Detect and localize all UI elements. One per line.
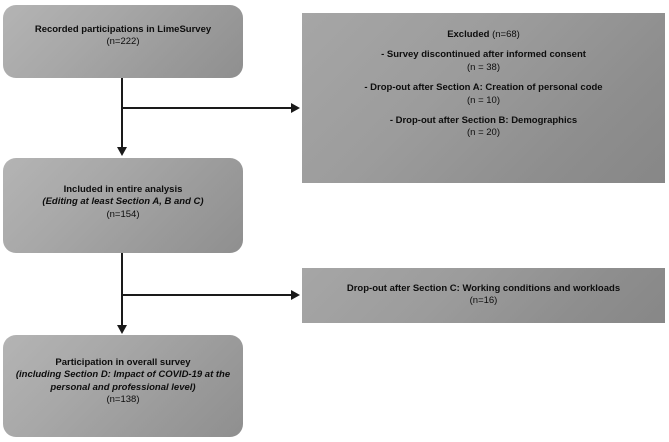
node-participation-line-3: personal and professional level) [50, 381, 196, 393]
node-excluded-heading: Excluded (n=68) [447, 29, 520, 40]
node-excluded-item-2: - Drop-out after Section A: Creation of … [364, 82, 603, 94]
node-recorded-participations: Recorded participations in LimeSurvey (n… [3, 5, 243, 78]
spacer-3 [306, 107, 661, 115]
node-excluded-item-3: - Drop-out after Section B: Demographics [389, 114, 578, 126]
node-included-line-2: (Editing at least Section A, B and C) [42, 196, 204, 208]
node-dropout-c-line-1: Drop-out after Section C: Working condit… [346, 283, 621, 294]
arrowhead-recorded-to-excluded [291, 103, 300, 113]
node-dropout-c-line-2: (n=16) [469, 295, 498, 307]
spacer-1 [306, 41, 661, 49]
node-excluded-item-2-count: (n = 10) [466, 94, 500, 106]
node-excluded-item-1: - Survey discontinued after informed con… [381, 49, 586, 61]
arrowhead-included-to-participation [117, 325, 127, 334]
connector-recorded-to-excluded [121, 107, 293, 109]
node-included-line-3: (n=154) [106, 208, 140, 220]
node-included-analysis: Included in entire analysis (Editing at … [3, 158, 243, 253]
node-recorded-line-2: (n=222) [106, 36, 140, 48]
node-participation-line-4: (n=138) [106, 394, 140, 406]
connector-recorded-vertical [121, 78, 123, 149]
node-recorded-line-1: Recorded participations in LimeSurvey [34, 24, 212, 35]
node-dropout-section-c: Drop-out after Section C: Working condit… [302, 268, 665, 323]
arrowhead-recorded-to-included [117, 147, 127, 156]
spacer-2 [306, 74, 661, 82]
node-excluded-item-3-count: (n = 20) [466, 127, 500, 139]
node-excluded-item-1-count: (n = 38) [466, 61, 500, 73]
node-participation-line-1: Participation in overall survey [55, 357, 191, 368]
node-participation-overall: Participation in overall survey (includi… [3, 335, 243, 437]
connector-included-to-dropout-c [121, 294, 293, 296]
arrowhead-included-to-dropout-c [291, 290, 300, 300]
node-included-line-1: Included in entire analysis [63, 184, 183, 195]
connector-included-vertical [121, 253, 123, 327]
node-excluded: Excluded (n=68) - Survey discontinued af… [302, 13, 665, 183]
node-participation-line-2: (including Section D: Impact of COVID-19… [15, 369, 231, 381]
